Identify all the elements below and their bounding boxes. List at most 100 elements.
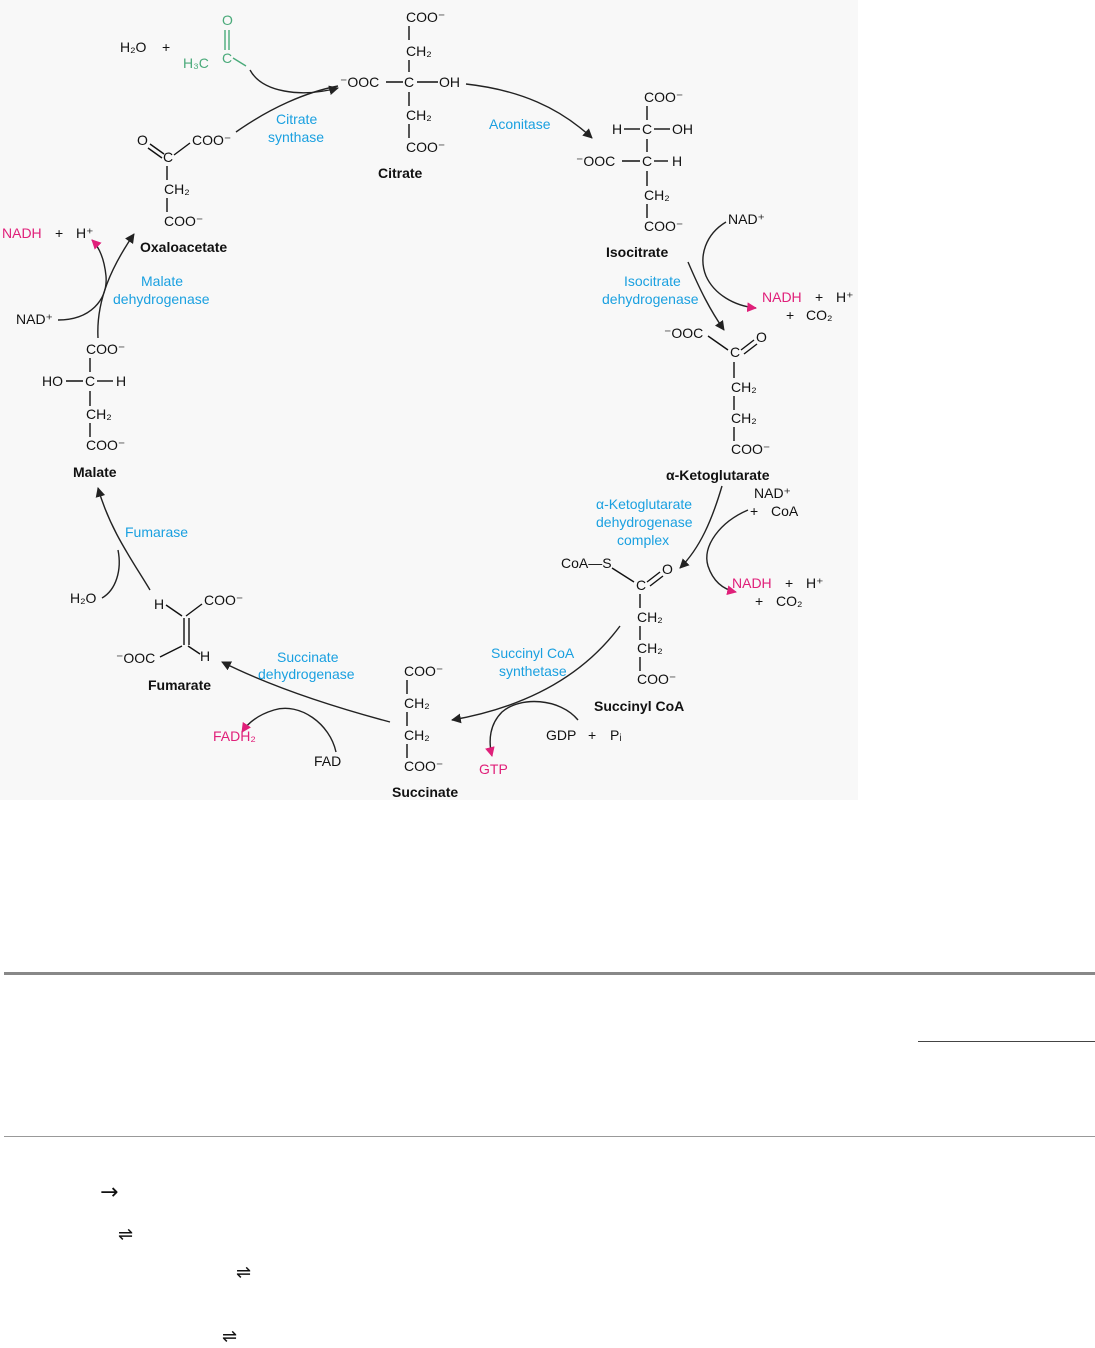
gtp-label: GTP xyxy=(479,761,508,777)
svg-text:H: H xyxy=(154,596,164,612)
svg-text:OH: OH xyxy=(672,121,693,137)
svg-text:COO⁻: COO⁻ xyxy=(404,758,443,774)
svg-text:COO⁻: COO⁻ xyxy=(404,663,443,679)
akg-dh-label: α-Ketoglutarate xyxy=(596,496,692,512)
equilibrium-symbol: ⇌ xyxy=(222,1326,238,1347)
ketoglutarate-structure: ⁻OOC C O CH₂ CH₂ COO⁻ α-Ketoglutarate xyxy=(664,325,770,483)
oxaloacetate-name: Oxaloacetate xyxy=(140,239,227,255)
succinyl-coa-synthetase-label: Succinyl CoA xyxy=(491,645,575,661)
svg-text:C: C xyxy=(163,149,173,165)
succinate-dh-label: Succinate xyxy=(277,649,339,665)
svg-text:COO⁻: COO⁻ xyxy=(731,441,770,457)
svg-text:+: + xyxy=(588,727,596,743)
succinyl-coa-name: Succinyl CoA xyxy=(594,698,684,714)
svg-text:⁻OOC: ⁻OOC xyxy=(664,325,703,341)
succinyl-coa-structure: CoA—S C O CH₂ CH₂ COO⁻ Succinyl CoA xyxy=(561,555,684,714)
succinyl-coa-synthetase-step: GDP + Pᵢ GTP Succinyl CoA synthetase xyxy=(451,625,622,777)
malate-dh-step: NAD⁺ NADH + H⁺ Malate dehydrogenase xyxy=(2,225,210,339)
aconitase-step: Aconitase xyxy=(465,83,593,139)
svg-text:COO⁻: COO⁻ xyxy=(86,341,125,357)
svg-text:CH₂: CH₂ xyxy=(644,187,670,203)
svg-text:C: C xyxy=(85,373,95,389)
svg-text:+: + xyxy=(785,575,793,591)
malate-nadh-label: NADH xyxy=(2,225,42,241)
svg-text:H: H xyxy=(612,121,622,137)
svg-text:CO₂: CO₂ xyxy=(806,307,832,323)
svg-text:H₂O: H₂O xyxy=(70,590,97,606)
svg-text:COO⁻: COO⁻ xyxy=(406,9,445,25)
svg-text:⁻OOC: ⁻OOC xyxy=(116,650,155,666)
svg-text:C: C xyxy=(636,577,646,593)
acetyl-oxygen: O xyxy=(222,12,233,28)
svg-text:+: + xyxy=(755,593,763,609)
isocitrate-dh-label: Isocitrate xyxy=(624,273,681,289)
svg-text:CH₂: CH₂ xyxy=(637,609,663,625)
svg-text:H: H xyxy=(116,373,126,389)
fadh2-label: FADH₂ xyxy=(213,728,256,744)
acetyl-input: H₂O + H₃C C O xyxy=(120,12,247,71)
malate-dh-label: Malate xyxy=(141,273,183,289)
svg-text:CH₂: CH₂ xyxy=(406,43,432,59)
svg-text:C: C xyxy=(404,74,414,90)
svg-text:dehydrogenase: dehydrogenase xyxy=(258,666,355,682)
svg-text:NAD⁺: NAD⁺ xyxy=(728,211,765,227)
fumarase-label: Fumarase xyxy=(125,524,188,540)
citric-acid-cycle-diagram: H₂O + H₃C C O COO⁻ CH₂ ⁻OOC C OH CH₂ COO… xyxy=(0,0,858,800)
fumarate-structure: H COO⁻ ⁻OOC H Fumarate xyxy=(116,592,243,693)
isocitrate-dh-step: NAD⁺ NADH + H⁺ + CO₂ Isocitrate dehydrog… xyxy=(602,211,854,331)
table-top-rule xyxy=(4,972,1095,975)
svg-text:H: H xyxy=(672,153,682,169)
svg-text:COO⁻: COO⁻ xyxy=(406,139,445,155)
svg-text:FAD: FAD xyxy=(314,753,341,769)
svg-text:H: H xyxy=(200,648,210,664)
svg-text:synthase: synthase xyxy=(268,129,324,145)
svg-text:CH₂: CH₂ xyxy=(404,727,430,743)
svg-text:COO⁻: COO⁻ xyxy=(192,132,231,148)
svg-text:O: O xyxy=(756,329,767,345)
svg-text:C: C xyxy=(730,344,740,360)
svg-text:CH₂: CH₂ xyxy=(637,640,663,656)
succinate-dh-step: FAD FADH₂ Succinate dehydrogenase xyxy=(213,649,391,769)
svg-text:NADH: NADH xyxy=(732,575,772,591)
svg-text:+: + xyxy=(750,503,758,519)
methyl-group: H₃C xyxy=(183,55,209,71)
equilibrium-symbol: ⇌ xyxy=(118,1224,134,1245)
svg-text:+: + xyxy=(815,289,823,305)
ketoglutarate-name: α-Ketoglutarate xyxy=(666,467,770,483)
citrate-synthase-step: Citrate synthase xyxy=(235,69,339,145)
svg-text:C: C xyxy=(222,50,232,66)
malate-structure: COO⁻ HO C H CH₂ COO⁻ Malate xyxy=(42,341,126,480)
malate-name: Malate xyxy=(73,464,117,480)
svg-text:CH₂: CH₂ xyxy=(731,379,757,395)
citrate-synthase-label: Citrate xyxy=(276,111,317,127)
svg-text:⁻OOC: ⁻OOC xyxy=(576,153,615,169)
svg-text:H⁺: H⁺ xyxy=(76,225,94,241)
svg-text:CH₂: CH₂ xyxy=(731,410,757,426)
svg-text:CoA: CoA xyxy=(771,503,799,519)
oxaloacetate-structure: O C COO⁻ CH₂ COO⁻ Oxaloacetate xyxy=(137,132,231,255)
svg-text:H⁺: H⁺ xyxy=(806,575,824,591)
svg-text:+: + xyxy=(786,307,794,323)
water-label: H₂O xyxy=(120,39,147,55)
svg-text:COO⁻: COO⁻ xyxy=(644,89,683,105)
succinate-structure: COO⁻ CH₂ CH₂ COO⁻ Succinate xyxy=(392,663,458,800)
svg-text:O: O xyxy=(662,561,673,577)
svg-text:COO⁻: COO⁻ xyxy=(644,218,683,234)
svg-text:CoA—S: CoA—S xyxy=(561,555,612,571)
svg-text:complex: complex xyxy=(617,532,669,548)
svg-text:CO₂: CO₂ xyxy=(776,593,802,609)
reaction-arrow-symbol: → xyxy=(100,1180,119,1205)
svg-text:Pᵢ: Pᵢ xyxy=(610,727,622,743)
equilibrium-symbol: ⇌ xyxy=(236,1262,252,1283)
aconitase-label: Aconitase xyxy=(489,116,551,132)
svg-text:NAD⁺: NAD⁺ xyxy=(16,311,53,327)
svg-text:CH₂: CH₂ xyxy=(406,107,432,123)
fumarase-step: H₂O Fumarase xyxy=(70,487,188,606)
svg-text:GDP: GDP xyxy=(546,727,576,743)
svg-text:dehydrogenase: dehydrogenase xyxy=(596,514,693,530)
akg-dh-step: NAD⁺ + CoA NADH + H⁺ + CO₂ α-Ketoglutara… xyxy=(596,485,824,609)
cycle-svg: H₂O + H₃C C O COO⁻ CH₂ ⁻OOC C OH CH₂ COO… xyxy=(2,9,854,800)
isocitrate-structure: COO⁻ H C OH ⁻OOC C H CH₂ COO⁻ Isocitrate xyxy=(576,89,693,260)
svg-text:COO⁻: COO⁻ xyxy=(204,592,243,608)
svg-text:C: C xyxy=(642,121,652,137)
